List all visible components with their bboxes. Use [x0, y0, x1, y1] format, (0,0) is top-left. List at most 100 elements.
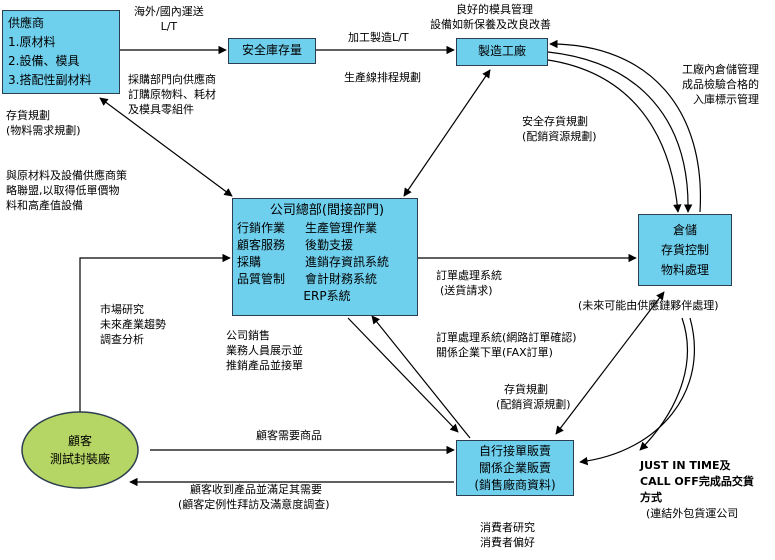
hq-item: 顧客服務	[237, 238, 286, 252]
warehouse-line: 存貨控制	[660, 243, 709, 257]
hq-footer: ERP系統	[303, 289, 351, 303]
supplier-line: 1.原材料	[8, 35, 56, 49]
arrow-warehouse-to-factory	[549, 39, 702, 213]
arrow-sales-to-hq	[371, 315, 471, 439]
label-line: 業務人員展示並	[226, 344, 303, 357]
customer-label: 顧客 測試封裝廠	[30, 432, 130, 468]
order-network-label: 訂單處理系統(網路訂單確認) 關係企業下單(FAX訂單)	[436, 330, 577, 360]
arrow-customer-to-hq	[79, 253, 231, 418]
order-system-label: 訂單處理系統 (送貨請求)	[436, 268, 502, 298]
arrow-warehouse-to-sales	[555, 291, 665, 435]
label-line: 良好的模具管理	[456, 3, 533, 16]
hq-item: 生產管理作業	[305, 221, 378, 235]
customer-line: 測試封裝廠	[49, 452, 110, 466]
process-lt-label: 加工製造L/T	[348, 30, 409, 45]
factory-qc-label: 工廠內倉儲管理 成品檢驗合格的 入庫標示管理	[682, 62, 759, 107]
label-line: 訂單處理系統	[436, 269, 502, 282]
label-line: 消費者偏好	[480, 536, 535, 549]
label-line: 公司銷售	[226, 329, 270, 342]
hq-row: 品質管制 會計財務系統	[237, 271, 417, 288]
label-line: 料和高產值設備	[6, 199, 83, 212]
factory-label: 製造工廠	[477, 44, 526, 58]
market-research-label: 市場研究 未來產業趨勢 調查分析	[100, 302, 166, 347]
label-line: 存貨規劃	[504, 383, 548, 396]
label-line: (配銷資源規劃)	[496, 398, 571, 411]
arrow-warehouse-to-sales-curve	[579, 317, 695, 466]
label-line: 顧客收到產品並滿足其需要	[190, 483, 322, 496]
label-line: 與原材料及設備供應商策	[6, 169, 127, 182]
sales-line: (銷售廠商資料)	[474, 478, 556, 492]
label-line: 存貨規劃	[6, 109, 50, 122]
overseas-lt-label: 海外/國內運送 L/T	[134, 4, 204, 34]
alliance-label: 與原材料及設備供應商策 略聯盟,以取得低單價物 料和高產值設備	[6, 168, 127, 213]
hq-item: 行銷作業	[237, 221, 286, 235]
inventory-plan-label: 存貨規劃 (物料需求規劃)	[6, 108, 81, 138]
label-line: 加工製造L/T	[348, 31, 409, 44]
label-line: 消費者研究	[480, 521, 535, 534]
label-line: 入庫標示管理	[693, 93, 759, 106]
label-line: 生產線排程規劃	[344, 71, 421, 84]
label-line: (連結外包貨運公司	[646, 507, 739, 520]
label-line: CALL OFF完成品交貨	[640, 475, 754, 488]
supplier-line: 2.設備、模具	[8, 54, 80, 68]
warehouse-line: 倉儲	[672, 223, 697, 237]
hq-item: 會計財務系統	[305, 272, 378, 286]
sales-line: 自行接單販賣	[478, 444, 551, 458]
warehouse-box: 倉儲 存貨控制 物料處理	[638, 214, 732, 286]
arrow-factory-to-warehouse	[547, 51, 693, 213]
label-line: 調查分析	[100, 333, 144, 346]
safety-stock-label: 安全庫存量	[241, 43, 302, 57]
label-line: 市場研究	[100, 303, 144, 316]
label-line: 方式	[640, 491, 662, 504]
sales-line: 關係企業販賣	[478, 461, 551, 475]
label-line: (送貨請求)	[440, 284, 493, 297]
safety-stock-box: 安全庫存量	[228, 38, 316, 64]
hq-item: 採購	[237, 255, 262, 269]
consumer-label: 消費者研究 消費者偏好	[480, 520, 535, 550]
label-line: JUST IN TIME及	[640, 459, 731, 472]
hq-box: 公司總部(間接部門) 行銷作業 生產管理作業 顧客服務 後勤支援 採購 進銷存資…	[232, 198, 418, 316]
label-line: 採購部門向供應商	[128, 73, 216, 86]
customer-needs-label: 顧客需要商品	[256, 428, 322, 443]
label-line: 安全存貨規劃	[522, 115, 588, 128]
sales-box: 自行接單販賣 關係企業販賣 (銷售廠商資料)	[456, 440, 574, 496]
arrow-factory-hq	[403, 69, 491, 197]
label-line: (物料需求規劃)	[6, 124, 81, 137]
label-line: 訂購原物料、耗材	[128, 88, 216, 101]
arrow-factory-to-warehouse-2	[547, 59, 682, 213]
hq-item: 進銷存資訊系統	[305, 255, 390, 269]
customer-satisfaction-label: 顧客收到產品並滿足其需要 (顧客定例性拜訪及滿意度調查)	[178, 482, 330, 512]
hq-row: 行銷作業 生產管理作業	[237, 220, 417, 237]
label-line: 海外/國內運送	[134, 5, 204, 18]
label-line: 推銷產品並接單	[226, 359, 303, 372]
customer-line: 顧客	[67, 434, 92, 448]
label-line: (配銷資源規劃)	[522, 130, 597, 143]
label-line: 訂單處理系統(網路訂單確認)	[436, 331, 577, 344]
inventory-plan2-label: 存貨規劃 (配銷資源規劃)	[496, 382, 571, 412]
supplier-line: 供應商	[8, 16, 45, 30]
hq-item: 後勤支援	[305, 238, 354, 252]
safety-stock-plan-label: 安全存貨規劃 (配銷資源規劃)	[522, 114, 597, 144]
supplier-box: 供應商 1.原材料 2.設備、模具 3.搭配性副材料	[2, 10, 120, 94]
hq-row: 顧客服務 後勤支援	[237, 237, 417, 254]
arrow-hq-to-sales	[347, 317, 459, 433]
mold-mgmt-label: 良好的模具管理 設備如新保養及改良改善	[430, 2, 551, 32]
arrow-supplier-hq	[99, 97, 233, 197]
label-line: 工廠內倉儲管理	[682, 63, 759, 76]
warehouse-line: 物料處理	[660, 263, 709, 277]
arrow-warehouse-to-jit	[639, 317, 688, 451]
customer-node	[21, 411, 139, 489]
label-line: L/T	[160, 20, 178, 33]
label-line: (未來可能由供應鏈夥伴處理)	[578, 299, 719, 312]
label-line: 成品檢驗合格的	[682, 78, 759, 91]
label-line: 設備如新保養及改良改善	[430, 18, 551, 31]
line-schedule-label: 生產線排程規劃	[344, 70, 421, 85]
label-line: 顧客需要商品	[256, 429, 322, 442]
label-line: 及模具零組件	[128, 103, 194, 116]
label-line: 略聯盟,以取得低單價物	[6, 184, 120, 197]
future-note-label: (未來可能由供應鏈夥伴處理)	[578, 298, 719, 313]
supplier-line: 3.搭配性副材料	[8, 73, 92, 87]
company-sales-label: 公司銷售 業務人員展示並 推銷產品並接單	[226, 328, 303, 373]
hq-title: 公司總部(間接部門)	[269, 203, 385, 218]
